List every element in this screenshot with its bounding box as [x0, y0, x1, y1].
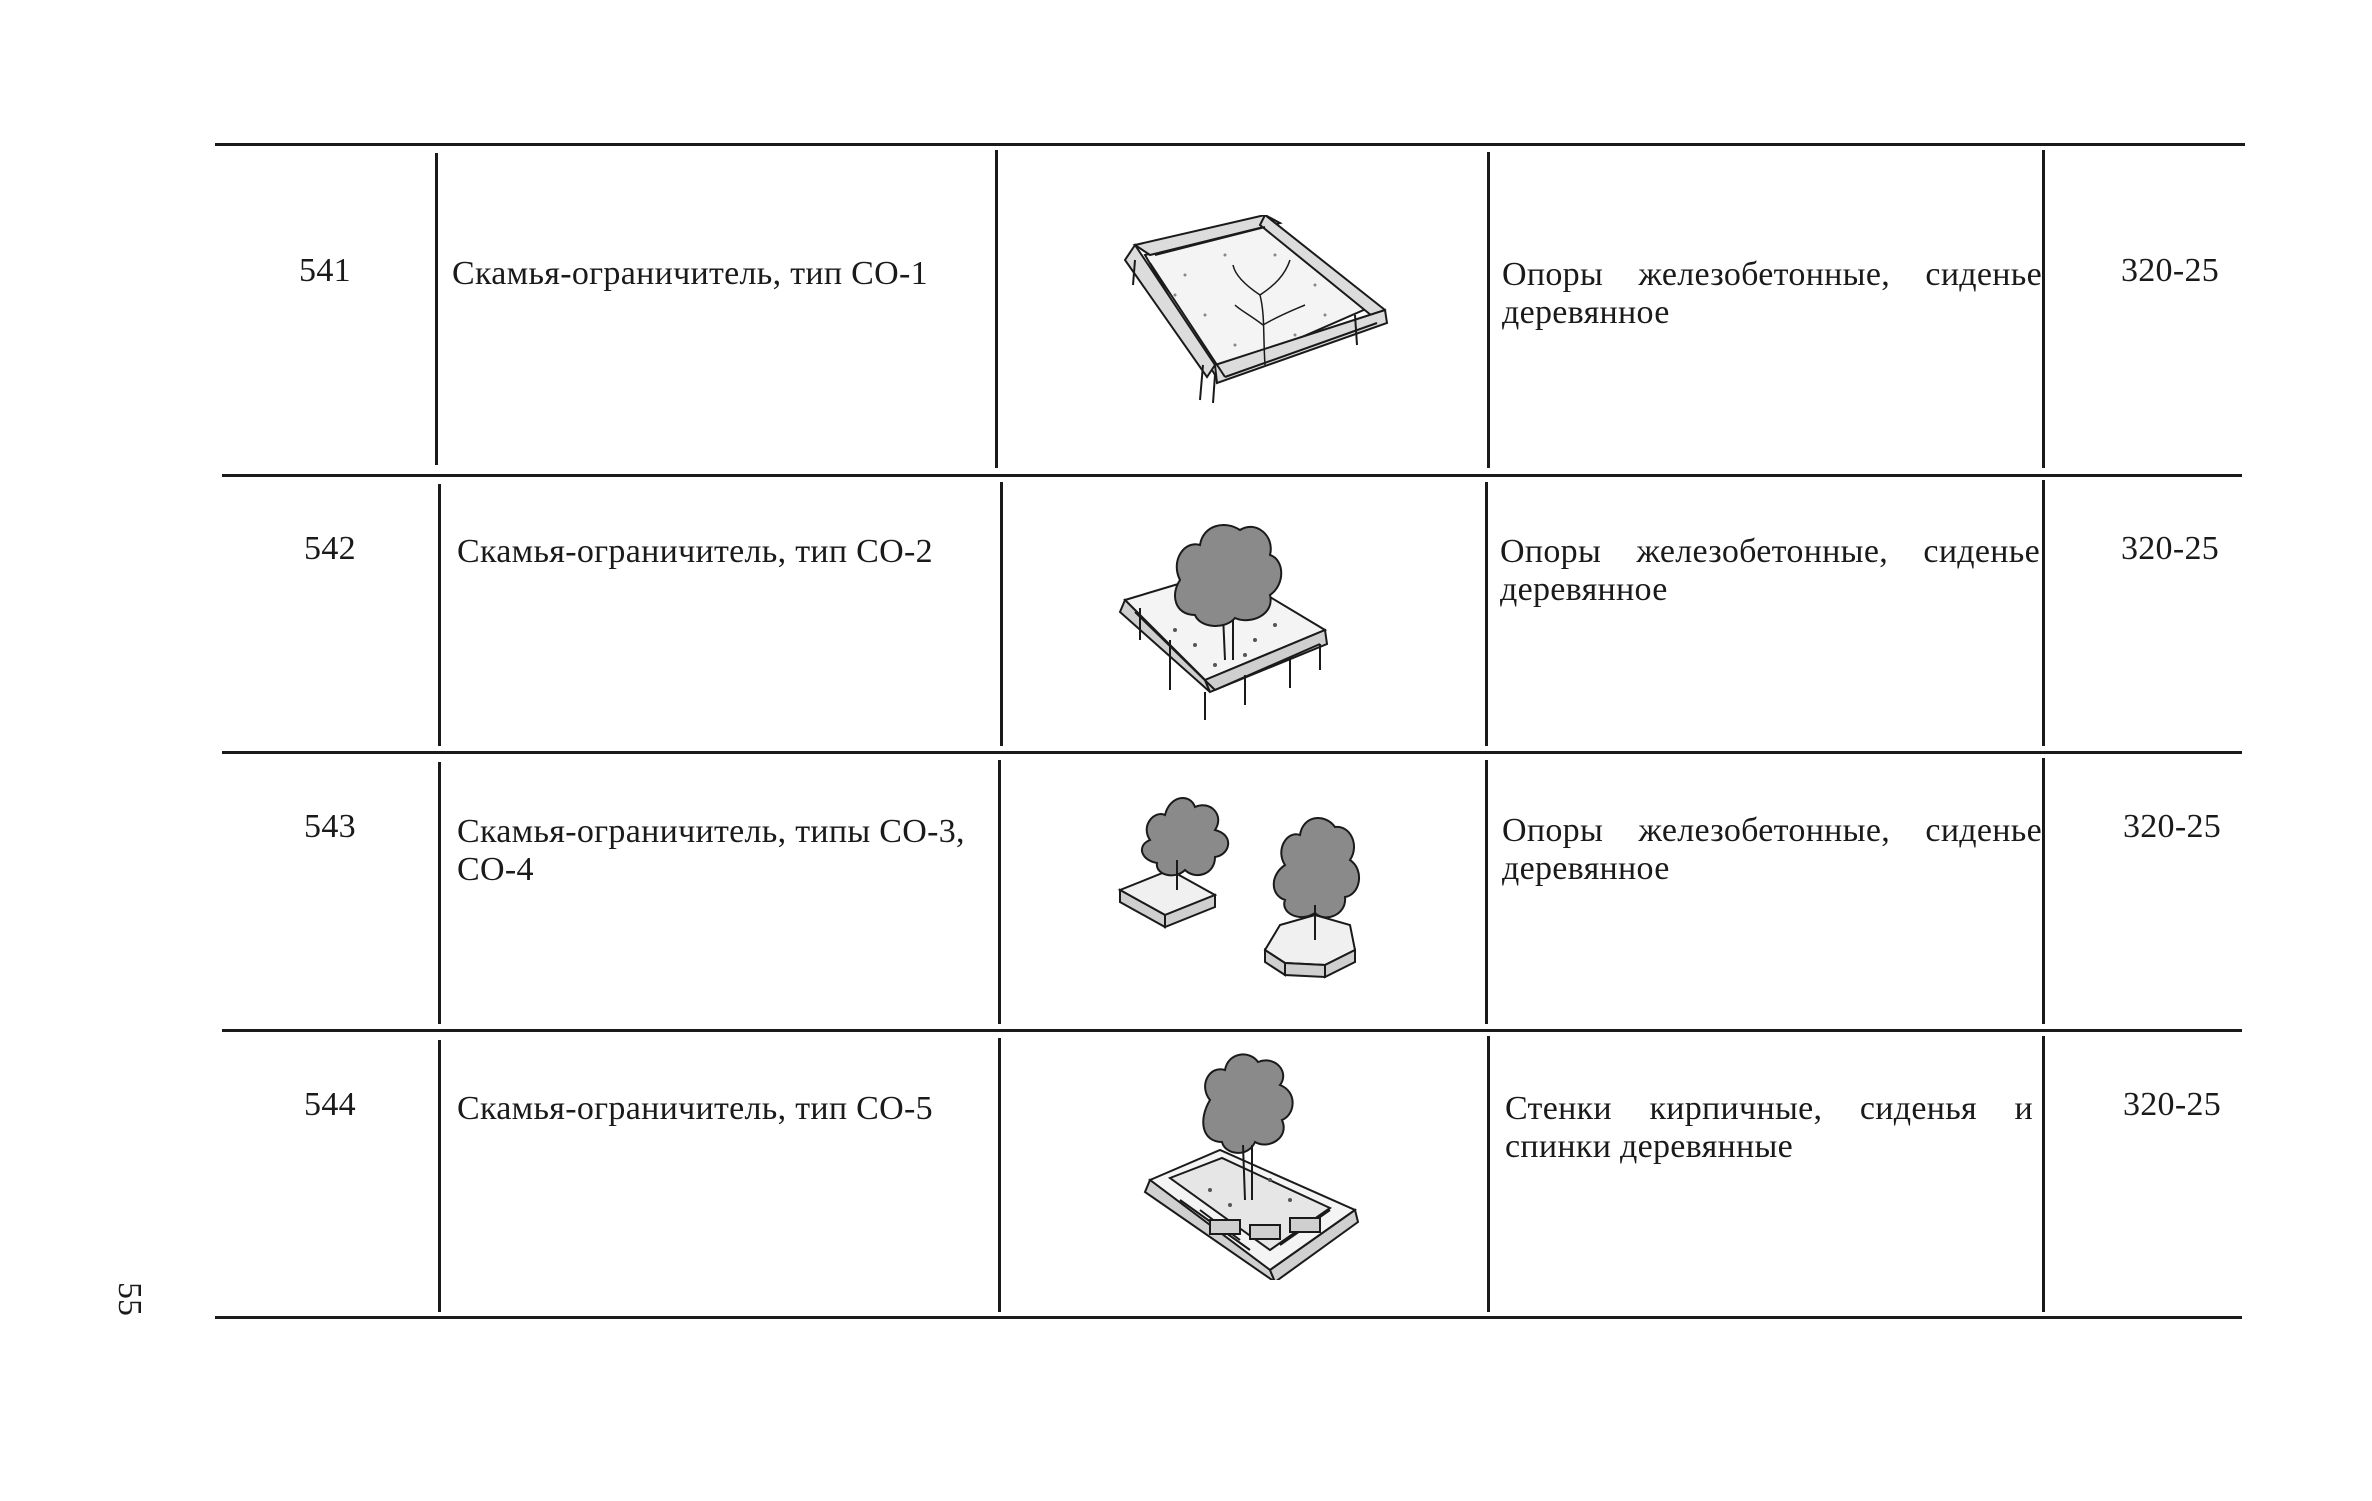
- table-bottom-rule: [215, 1316, 2242, 1319]
- page-number: 55: [111, 1282, 148, 1316]
- item-code: 320-25: [2122, 1086, 2222, 1123]
- column-divider: [998, 1038, 1001, 1312]
- column-divider: [1487, 1036, 1490, 1312]
- item-name: Скамья-ограничитель, тип СО-5: [457, 1090, 933, 1127]
- column-divider: [1487, 152, 1490, 468]
- column-divider: [438, 762, 441, 1024]
- row-divider: [222, 1029, 2242, 1032]
- square-and-hexagonal-benches-with-trees-illustration: [1115, 785, 1415, 985]
- column-divider: [995, 150, 998, 468]
- column-divider: [1485, 482, 1488, 746]
- column-divider: [2042, 480, 2045, 746]
- item-number: 543: [304, 808, 356, 845]
- item-name: Скамья-ограничитель, типы СО-3, СО-4: [457, 813, 965, 888]
- item-code: 320-25: [2122, 808, 2222, 845]
- item-number: 541: [299, 252, 351, 289]
- item-number: 544: [304, 1086, 356, 1123]
- row-divider: [222, 474, 2242, 477]
- item-description: Опоры железобетонные, сиденье деревянное: [1502, 256, 2042, 331]
- column-divider: [438, 1040, 441, 1312]
- square-bench-with-tree-illustration: [1115, 520, 1335, 720]
- column-divider: [2042, 1036, 2045, 1312]
- brick-bench-with-tree-illustration: [1140, 1050, 1380, 1285]
- column-divider: [998, 760, 1001, 1024]
- column-divider: [2042, 150, 2045, 468]
- item-description: Стенки кирпичные, сиденья и спинки дерев…: [1505, 1090, 2033, 1165]
- row-divider: [222, 751, 2242, 754]
- column-divider: [2042, 758, 2045, 1024]
- item-description: Опоры железобетонные, сиденье деревянное: [1500, 533, 2040, 608]
- column-divider: [435, 153, 438, 465]
- item-code: 320-25: [2120, 530, 2220, 567]
- square-bench-sketch-illustration: [1115, 213, 1395, 405]
- column-divider: [438, 484, 441, 746]
- table-top-rule: [215, 143, 2245, 146]
- item-number: 542: [304, 530, 356, 567]
- item-name: Скамья-ограничитель, тип СО-1: [452, 255, 928, 292]
- column-divider: [1485, 760, 1488, 1024]
- item-name: Скамья-ограничитель, тип СО-2: [457, 533, 933, 570]
- item-description: Опоры железобетонные, сиденье деревянное: [1502, 812, 2042, 887]
- item-code: 320-25: [2120, 252, 2220, 289]
- column-divider: [1000, 482, 1003, 746]
